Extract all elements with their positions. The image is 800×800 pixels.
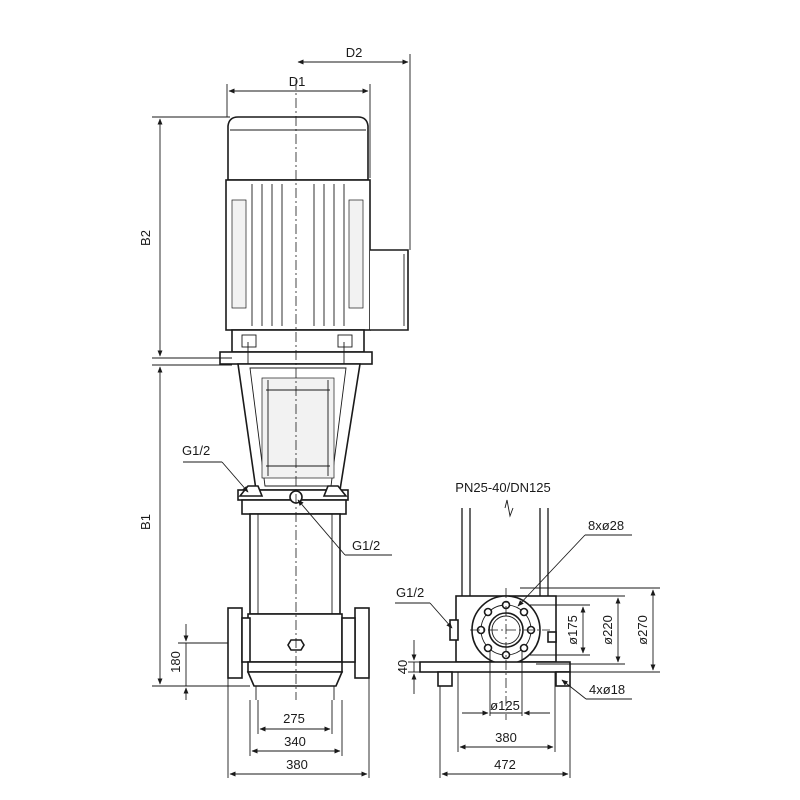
terminal-box [370, 249, 409, 331]
dim-380-side-label: 380 [495, 730, 517, 745]
dim-flange-diameters: ø175 ø220 ø270 [520, 587, 660, 673]
base-holes-label: 4xø18 [589, 682, 625, 697]
dim-b2: B2 [138, 116, 232, 359]
motor-cap [227, 116, 369, 181]
dim-40: 40 [395, 640, 420, 694]
dim-d2-label: D2 [346, 45, 363, 60]
side-view: PN25-40/DN125 8xø28 G1/2 ø175 ø220 ø [395, 480, 660, 778]
flange-spec-label: PN25-40/DN125 [455, 480, 550, 495]
phi270-label: ø270 [635, 615, 650, 645]
dim-40-label: 40 [395, 660, 410, 674]
dim-side-widths: ø125 380 472 [439, 650, 571, 778]
dim-340-label: 340 [284, 734, 306, 749]
dim-b2-label: B2 [138, 230, 153, 246]
dim-180-label: 180 [168, 651, 183, 673]
dim-180: 180 [168, 624, 228, 700]
pump-housing [227, 607, 370, 679]
dim-275-label: 275 [283, 711, 305, 726]
dim-b1: B1 [138, 364, 250, 687]
callout-base-holes: 4xø18 [561, 679, 632, 700]
callout-g12-left: G1/2 [182, 443, 249, 493]
callout-g12-right: G1/2 [297, 499, 392, 556]
pump-column [249, 513, 341, 615]
side-column [461, 499, 549, 596]
side-base [419, 661, 571, 687]
phi220-label: ø220 [600, 615, 615, 645]
pump-base [246, 671, 344, 700]
front-view: D1 D2 B2 B1 180 [138, 45, 411, 778]
pump-head [237, 485, 349, 515]
dim-d1: D1 [226, 74, 371, 178]
dim-b1-label: B1 [138, 514, 153, 530]
g12-side-label: G1/2 [396, 585, 424, 600]
lantern-bracket [237, 363, 361, 491]
callout-g12-side: G1/2 [395, 585, 453, 629]
callout-bolt-holes: 8xø28 [517, 518, 632, 607]
phi175-label: ø175 [565, 615, 580, 645]
dim-472-label: 472 [494, 757, 516, 772]
g12-left-label: G1/2 [182, 443, 210, 458]
g12-right-label: G1/2 [352, 538, 380, 553]
dim-d1-label: D1 [289, 74, 306, 89]
motor-body [225, 179, 371, 331]
dim-d2: D2 [297, 45, 411, 250]
dim-front-widths: 275 340 380 [227, 678, 370, 778]
phi125-label: ø125 [490, 698, 520, 713]
dim-380-front-label: 380 [286, 757, 308, 772]
bolt-holes-label: 8xø28 [588, 518, 624, 533]
